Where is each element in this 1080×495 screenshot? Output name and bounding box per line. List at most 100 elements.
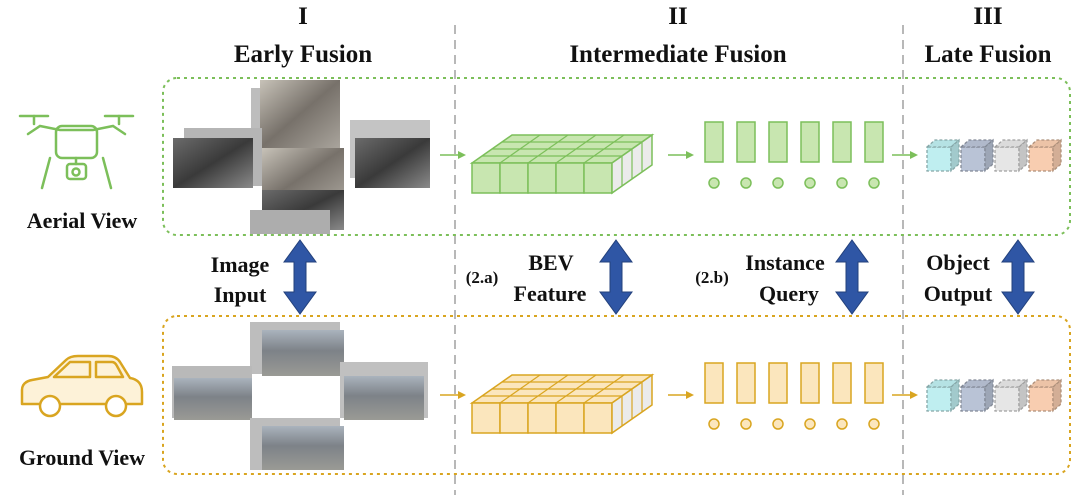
instance-query-label: (2.b) Instance Query bbox=[695, 250, 825, 306]
ground-instance-queries bbox=[704, 362, 884, 430]
query-bar bbox=[800, 121, 820, 163]
aerial-bev-feature-grid bbox=[469, 133, 655, 195]
bev-cell bbox=[555, 162, 585, 194]
object-box-top bbox=[959, 379, 995, 388]
object-box-top bbox=[1027, 139, 1063, 148]
query-dot bbox=[740, 177, 752, 189]
object-box-top bbox=[993, 379, 1029, 388]
query-bar bbox=[736, 362, 756, 404]
double-arrow bbox=[599, 239, 633, 315]
bev-cell bbox=[527, 162, 557, 194]
svg-text:Output: Output bbox=[924, 281, 993, 306]
aerial-view-panel bbox=[162, 77, 1071, 236]
object-output-label: Object Output bbox=[924, 250, 993, 306]
query-dot bbox=[804, 418, 816, 430]
object-box-front bbox=[960, 386, 986, 412]
object-box-front bbox=[926, 146, 952, 172]
stage-header-intermediate: II Intermediate Fusion bbox=[569, 3, 786, 68]
bev-cell bbox=[583, 402, 613, 434]
aerial-image-stack bbox=[173, 80, 430, 234]
query-bar bbox=[832, 362, 852, 404]
query-dot bbox=[804, 177, 816, 189]
ground-flow-arrows bbox=[440, 391, 918, 399]
bev-cell bbox=[555, 402, 585, 434]
ground-image-stack bbox=[172, 322, 428, 470]
svg-text:Image: Image bbox=[211, 252, 270, 277]
query-dot bbox=[772, 177, 784, 189]
bev-feature-label: (2.a) BEV Feature bbox=[466, 250, 587, 306]
query-dot bbox=[868, 418, 880, 430]
object-box-side bbox=[1018, 378, 1028, 413]
image-input-label: Image Input bbox=[211, 252, 270, 307]
query-dot bbox=[708, 177, 720, 189]
object-box-side bbox=[1018, 138, 1028, 173]
object-box-top bbox=[1027, 379, 1063, 388]
query-dot bbox=[836, 418, 848, 430]
stage-numeral: II bbox=[668, 3, 687, 30]
bev-cell bbox=[499, 162, 529, 194]
query-bar bbox=[704, 121, 724, 163]
object-box-front bbox=[994, 386, 1020, 412]
aerial-flow-arrows bbox=[440, 151, 918, 159]
bev-cell bbox=[471, 402, 501, 434]
query-bar bbox=[768, 121, 788, 163]
stage-title: Late Fusion bbox=[924, 41, 1051, 68]
query-bar bbox=[768, 362, 788, 404]
double-arrow bbox=[835, 239, 869, 315]
object-box-front bbox=[994, 146, 1020, 172]
object-box-front bbox=[926, 386, 952, 412]
aerial-object-boxes bbox=[925, 138, 1063, 173]
query-bar bbox=[864, 121, 884, 163]
svg-text:(2.a): (2.a) bbox=[466, 268, 499, 287]
aerial-view-label: Aerial View bbox=[27, 208, 138, 233]
object-box-side bbox=[984, 138, 994, 173]
svg-text:Query: Query bbox=[759, 281, 819, 306]
svg-text:Object: Object bbox=[926, 250, 990, 275]
bev-cell bbox=[527, 402, 557, 434]
ground-view-panel bbox=[162, 315, 1071, 475]
aerial-instance-queries bbox=[704, 121, 884, 189]
bev-cell bbox=[471, 162, 501, 194]
double-arrow bbox=[283, 239, 317, 315]
ground-view-label: Ground View bbox=[19, 445, 145, 470]
stage-header-late: III Late Fusion bbox=[924, 3, 1051, 68]
object-box-top bbox=[959, 139, 995, 148]
bev-cell bbox=[583, 162, 613, 194]
query-dot bbox=[708, 418, 720, 430]
fusion-double-arrows bbox=[283, 239, 1035, 315]
query-bar bbox=[736, 121, 756, 163]
ground-object-boxes bbox=[925, 378, 1063, 413]
query-bar bbox=[832, 121, 852, 163]
stage-numeral: I bbox=[298, 3, 308, 30]
object-box-top bbox=[925, 139, 961, 148]
object-box-front bbox=[1028, 386, 1054, 412]
stage-title: Intermediate Fusion bbox=[569, 41, 786, 68]
stage-title: Early Fusion bbox=[234, 41, 372, 68]
object-box-side bbox=[950, 138, 960, 173]
double-arrow bbox=[1001, 239, 1035, 315]
object-box-top bbox=[925, 379, 961, 388]
query-dot bbox=[740, 418, 752, 430]
query-bar bbox=[864, 362, 884, 404]
query-dot bbox=[772, 418, 784, 430]
object-box-side bbox=[1052, 138, 1062, 173]
object-box-front bbox=[960, 146, 986, 172]
svg-text:(2.b): (2.b) bbox=[695, 268, 729, 287]
object-box-top bbox=[993, 139, 1029, 148]
query-bar bbox=[800, 362, 820, 404]
drone-icon bbox=[18, 114, 135, 190]
object-box-front bbox=[1028, 146, 1054, 172]
svg-text:Feature: Feature bbox=[514, 281, 587, 306]
query-bar bbox=[704, 362, 724, 404]
svg-text:Input: Input bbox=[214, 282, 267, 307]
object-box-side bbox=[1052, 378, 1062, 413]
svg-text:Instance: Instance bbox=[745, 250, 825, 275]
svg-text:BEV: BEV bbox=[528, 250, 573, 275]
bev-cell bbox=[499, 402, 529, 434]
stage-header-early: I Early Fusion bbox=[234, 3, 372, 68]
stage-numeral: III bbox=[973, 3, 1002, 30]
query-dot bbox=[836, 177, 848, 189]
car-icon bbox=[20, 354, 144, 418]
ground-bev-feature-grid bbox=[469, 373, 655, 435]
